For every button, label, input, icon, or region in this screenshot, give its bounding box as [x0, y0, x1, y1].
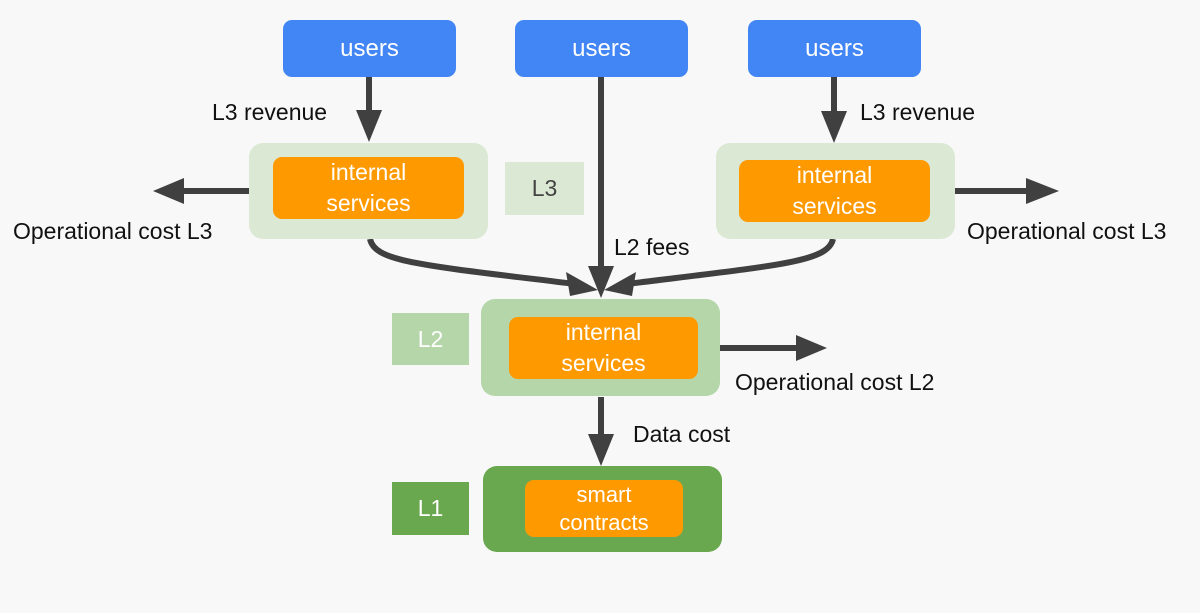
label-l3-revenue-left: L3 revenue — [212, 99, 328, 125]
arrowhead — [356, 110, 382, 142]
l3-left-internal-services: internal services — [273, 157, 464, 219]
layer-tag-label: L3 — [531, 175, 558, 201]
layer-tag-label: L1 — [417, 495, 444, 521]
label-l2-fees: L2 fees — [614, 234, 690, 260]
layer-tag-l1: L1 — [392, 482, 469, 535]
users-node-left: users — [283, 20, 456, 77]
service-line1: internal — [565, 319, 642, 345]
l2-internal-services: internal services — [509, 317, 698, 379]
arrowhead — [821, 111, 847, 143]
l1-smart-contracts: smart contracts — [525, 480, 683, 537]
service-line1: smart — [576, 481, 632, 507]
arrowhead — [588, 434, 614, 466]
arrowhead — [1026, 178, 1059, 204]
users-node-center: users — [515, 20, 688, 77]
l3-right-internal-services: internal services — [739, 160, 930, 222]
service-line2: contracts — [559, 509, 649, 535]
label-op-cost-l3-left: Operational cost L3 — [13, 218, 213, 244]
label-op-cost-l2: Operational cost L2 — [735, 369, 935, 395]
arrowhead — [604, 272, 636, 296]
users-label: users — [340, 34, 399, 62]
label-op-cost-l3-right: Operational cost L3 — [967, 218, 1167, 244]
arrowhead — [796, 335, 827, 361]
service-line1: internal — [796, 162, 873, 188]
arrow-l3-left-to-l2 — [367, 238, 576, 287]
service-line2: services — [561, 350, 646, 376]
label-data-cost: Data cost — [633, 421, 731, 447]
arrowhead — [153, 178, 184, 204]
users-label: users — [572, 34, 631, 62]
service-line1: internal — [330, 159, 407, 185]
label-l3-revenue-right: L3 revenue — [860, 99, 976, 125]
arrow-l3-right-to-l2 — [626, 238, 836, 287]
arrowhead — [566, 272, 598, 296]
layer-tag-label: L2 — [417, 325, 444, 352]
arrowhead — [588, 266, 614, 298]
service-line2: services — [326, 190, 411, 216]
users-label: users — [805, 34, 864, 62]
layer-tag-l3: L3 — [505, 162, 584, 215]
layer-tag-l2: L2 — [392, 313, 469, 365]
service-line2: services — [792, 193, 877, 219]
users-node-right: users — [748, 20, 921, 77]
